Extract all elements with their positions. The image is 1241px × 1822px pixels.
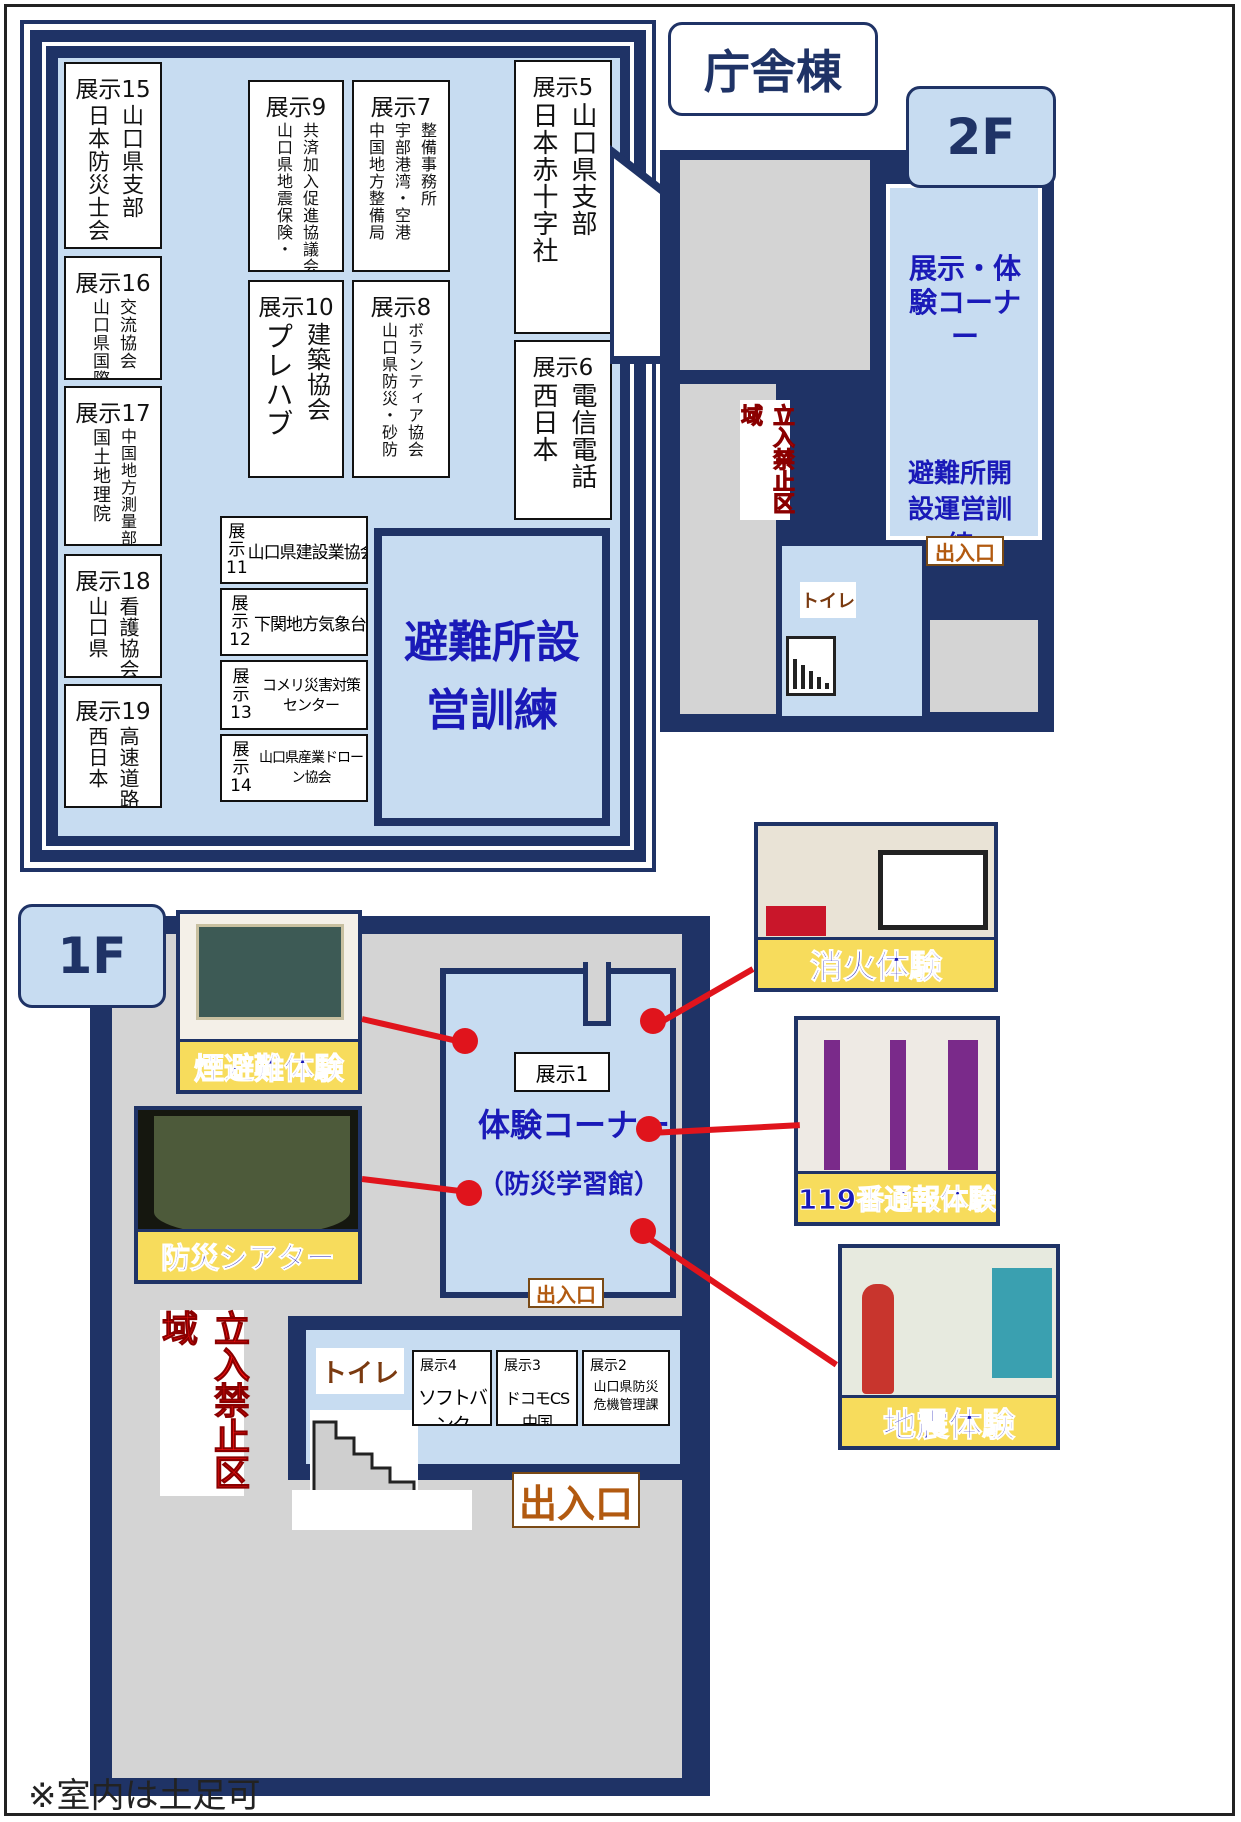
fire-photo-extinguishers (766, 906, 826, 936)
smoke-evacuation-caption: 煙避難体験 (180, 1039, 358, 1090)
footer-note: ※室内は土足可 (28, 1776, 261, 1816)
plan-2f-area-a (680, 160, 870, 370)
marker-smoke (452, 1028, 478, 1054)
marker-quake (630, 1218, 656, 1244)
shelter-training-label: 避難所設営訓練 (404, 617, 580, 736)
toilet-2f: トイレ (800, 582, 856, 618)
booth-7: 展示7 中国地方整備局宇部港湾・空港整備事務所 (352, 80, 450, 272)
toilet-1f: トイレ (316, 1348, 404, 1394)
call-119-caption: 119番通報体験 (798, 1171, 996, 1222)
booth-10: 展示10 プレハブ建築協会 (248, 280, 344, 478)
booth-2: 展示2 山口県防災危機管理課 (582, 1350, 670, 1426)
booth-18: 展示18 山口県看護協会 (64, 554, 162, 678)
booth-6: 展示6 西日本電信電話 (514, 340, 612, 520)
booth-3: 展示3 ドコモCS中国 (496, 1350, 578, 1426)
booth-8: 展示8 山口県防災・砂防ボランティア協会 (352, 280, 450, 478)
theater-photo-screen (154, 1116, 350, 1236)
booth-9: 展示9 山口県地震保険・共済加入促進協議会 (248, 80, 344, 272)
experience-corner-label: 体験コーナー (478, 1106, 671, 1144)
quake-photo-room (992, 1268, 1052, 1378)
entrance-1f-main: 出入口 (512, 1472, 640, 1528)
fire-photo-screen (878, 850, 988, 930)
booth-15: 展示15 日本防災士会山口県支部 (64, 62, 162, 249)
stairs-2f-icon (786, 636, 836, 696)
call-photo-panel-c (948, 1040, 978, 1170)
booth-5: 展示5 日本赤十字社山口県支部 (514, 60, 612, 334)
quake-photo-figure (862, 1284, 894, 1394)
smoke-evacuation-photo: 煙避難体験 (176, 910, 362, 1094)
earthquake-photo: 地震体験 (838, 1244, 1060, 1450)
plan-1f-notch (583, 962, 611, 1026)
call-photo-panel-b (890, 1040, 906, 1170)
fire-extinguish-photo: 消火体験 (754, 822, 998, 992)
booth-17: 展示17 国土地理院中国地方測量部 (64, 386, 162, 546)
building-label: 庁舎棟 (668, 22, 878, 116)
stairs-1f-icon (310, 1410, 418, 1498)
booth-19: 展示19 西日本高速道路 (64, 684, 162, 808)
restricted-area-2f: 立入禁止区域 (737, 404, 795, 518)
call-119-photo: 119番通報体験 (794, 1016, 1000, 1226)
call-photo-panel-a (824, 1040, 840, 1170)
marker-119 (636, 1116, 662, 1142)
shelter-training-area: 避難所設営訓練 (374, 528, 610, 826)
floor-2f-label: 2F (906, 86, 1056, 188)
page-frame (4, 4, 1235, 1816)
entrance-2f: 出入口 (926, 536, 1004, 566)
floor-1f-label: 1F (18, 904, 166, 1008)
earthquake-caption: 地震体験 (842, 1395, 1056, 1446)
theater-photo: 防災シアター (134, 1106, 362, 1284)
marker-fire (640, 1008, 666, 1034)
restricted-area-1f: 立入禁止区域 (156, 1310, 250, 1496)
plan-2f-room (930, 620, 1038, 712)
entrance-1f-hall: 出入口 (528, 1278, 604, 1308)
plan-1f-bottom-notch (292, 1490, 472, 1530)
corner-2f-label: 展示・体験コーナー (908, 252, 1021, 353)
marker-theater (456, 1180, 482, 1206)
fire-extinguish-caption: 消火体験 (758, 937, 994, 988)
booth-4: 展示4 ソフトバンク (412, 1350, 492, 1426)
theater-caption: 防災シアター (138, 1229, 358, 1280)
smoke-photo-screen (196, 924, 344, 1020)
booth-16: 展示16 山口県国際交流協会 (64, 256, 162, 380)
booth-1: 展示1 (514, 1052, 610, 1092)
learning-hall-label: （防災学習館） (478, 1170, 661, 1200)
